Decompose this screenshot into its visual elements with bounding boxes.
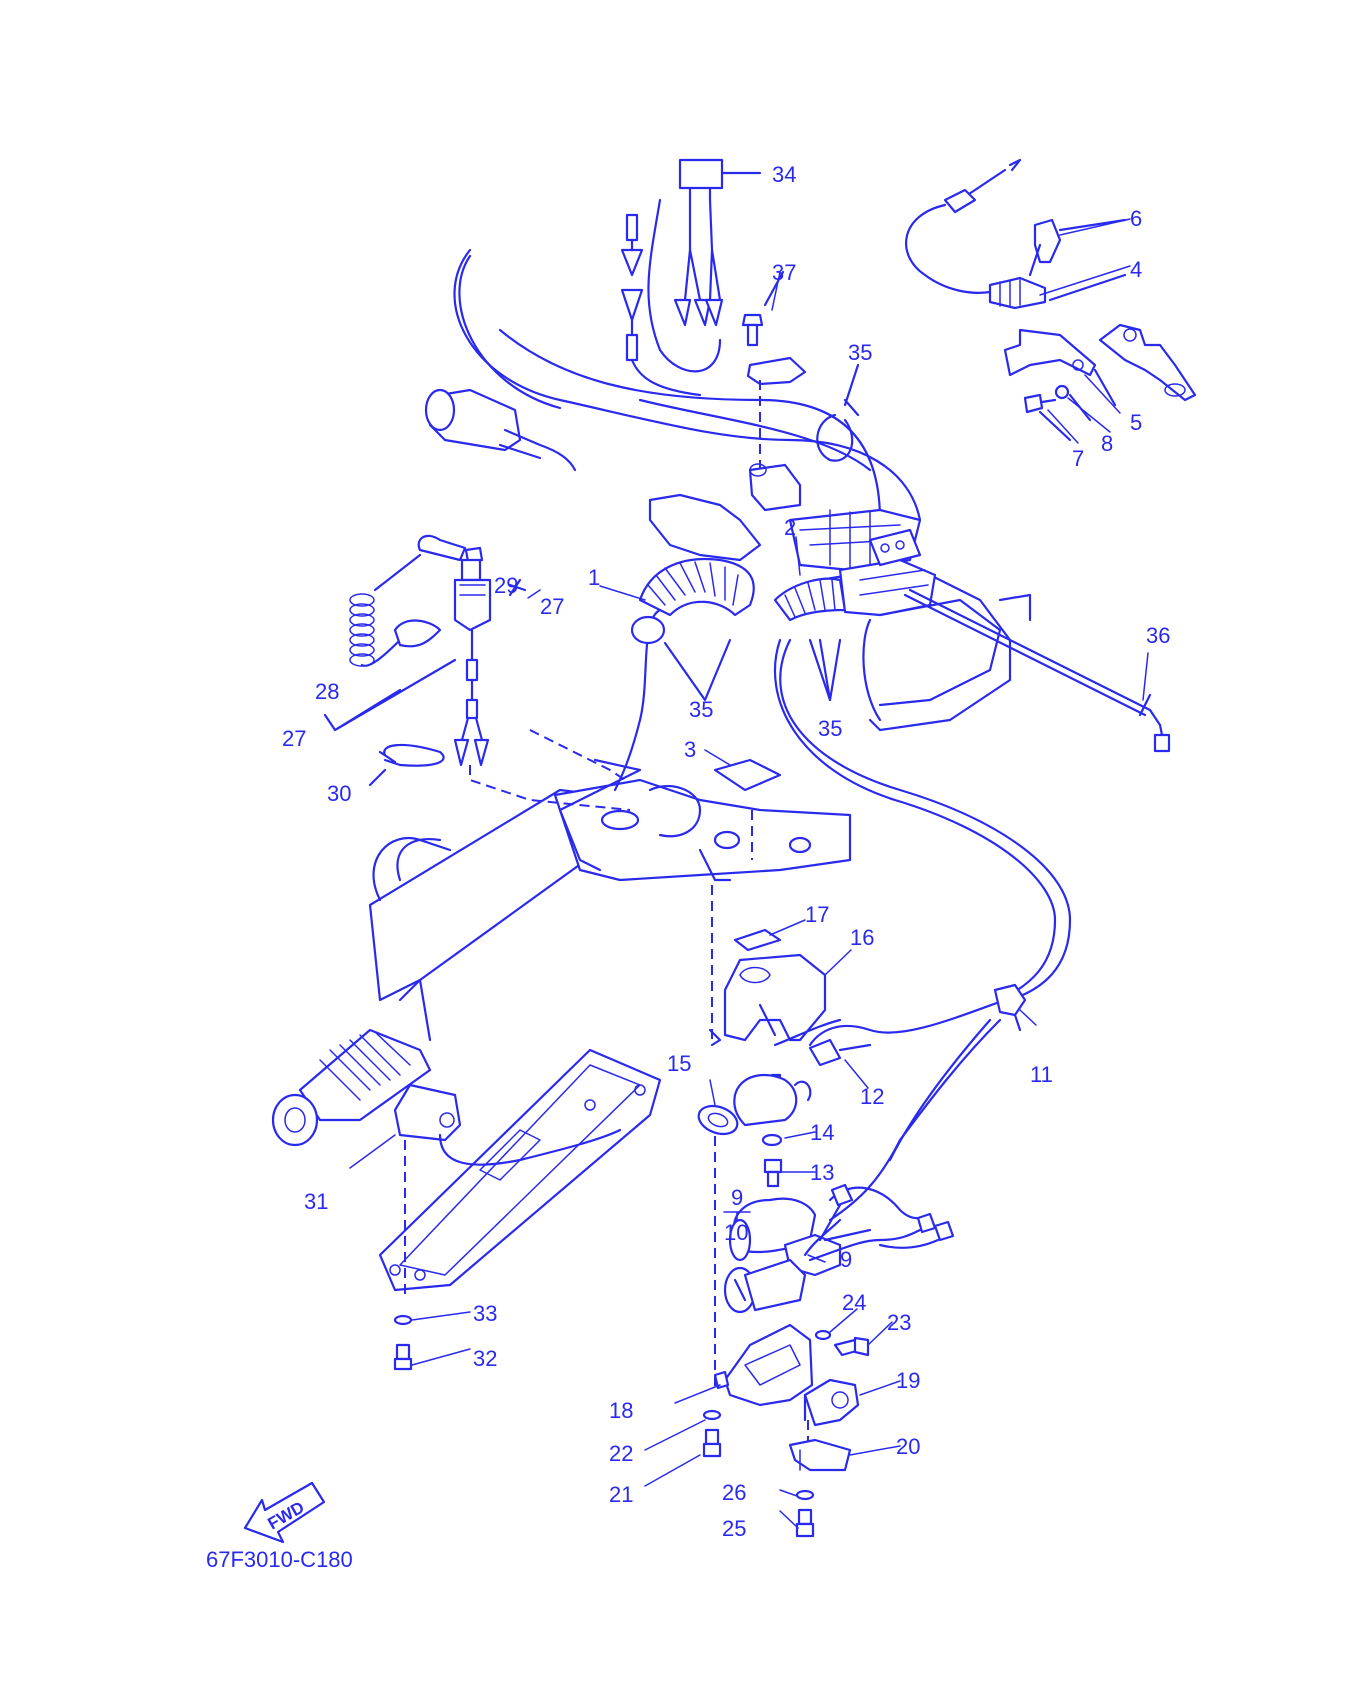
callout-30: 30 [327, 781, 351, 806]
callout-27-left: 27 [282, 726, 306, 751]
callout-1: 1 [588, 565, 600, 590]
part-35-leaders [663, 638, 842, 702]
part-2-corrugated-tube [773, 528, 937, 622]
part-1-corrugated-tube [630, 558, 755, 645]
part-31-switch [393, 1083, 622, 1166]
part-35-cable-tie-top [816, 363, 860, 462]
callout-29: 29 [494, 573, 518, 598]
callout-17: 17 [805, 902, 829, 927]
callout-3: 3 [684, 737, 696, 762]
callout-37: 37 [772, 260, 796, 285]
callout-36: 36 [1146, 623, 1170, 648]
part-34-connector-set [620, 158, 762, 397]
callout-11: 11 [1030, 1062, 1053, 1087]
main-connector-plug [424, 388, 577, 472]
callout-7: 7 [1072, 446, 1084, 471]
callout-26: 26 [722, 1480, 746, 1505]
callout-31: 31 [304, 1189, 328, 1214]
callout-25: 25 [722, 1516, 746, 1541]
wire-harness [453, 248, 1072, 1222]
callout-33: 33 [473, 1301, 497, 1326]
handle-cover-plate [378, 1048, 662, 1292]
callout-35-left: 35 [689, 697, 713, 722]
callout-35-right: 35 [818, 716, 842, 741]
callout-6: 6 [1130, 206, 1142, 231]
callout-35-top: 35 [848, 340, 872, 365]
callout-16: 16 [850, 925, 874, 950]
callout-5: 5 [1130, 410, 1142, 435]
callout-leaders [349, 218, 1149, 1529]
parts-31-33-32 [393, 1140, 413, 1371]
fwd-arrow-icon: FWD [243, 1481, 326, 1544]
callout-28: 28 [315, 679, 339, 704]
callout-10: 10 [724, 1220, 748, 1245]
callout-24: 24 [842, 1290, 866, 1315]
callout-13: 13 [810, 1160, 834, 1185]
callout-12: 12 [860, 1084, 884, 1109]
callout-8: 8 [1101, 431, 1113, 456]
callout-22: 22 [609, 1441, 633, 1466]
callout-20: 20 [896, 1434, 920, 1459]
callout-34: 34 [772, 162, 796, 187]
part-11-clamp [993, 983, 1027, 1032]
callout-labels: 1 2 3 4 5 6 7 8 9 9 10 11 12 13 14 15 16… [282, 162, 1170, 1541]
part-27-30-stop-switch-group [323, 534, 631, 811]
callout-4: 4 [1130, 257, 1142, 282]
part-36-lead-wire [903, 588, 1171, 753]
callout-27-right: 27 [540, 594, 564, 619]
callout-23: 23 [887, 1310, 911, 1335]
tiller-handle [271, 758, 852, 1147]
callout-2: 2 [784, 515, 796, 540]
part-4-6-switch-group [904, 158, 1197, 442]
part-3-decal [713, 758, 782, 860]
part-37-screw-bracket [741, 270, 807, 512]
center-column-parts [697, 885, 955, 1538]
diagram-code: 67F3010-C180 [206, 1547, 353, 1572]
callout-19: 19 [896, 1368, 920, 1393]
callout-18: 18 [609, 1398, 633, 1423]
callout-9: 9 [840, 1247, 852, 1272]
callout-9-bracket: 9 [731, 1185, 743, 1210]
callout-15: 15 [667, 1051, 691, 1076]
callout-32: 32 [473, 1346, 497, 1371]
callout-14: 14 [810, 1120, 834, 1145]
callout-21: 21 [609, 1482, 633, 1507]
